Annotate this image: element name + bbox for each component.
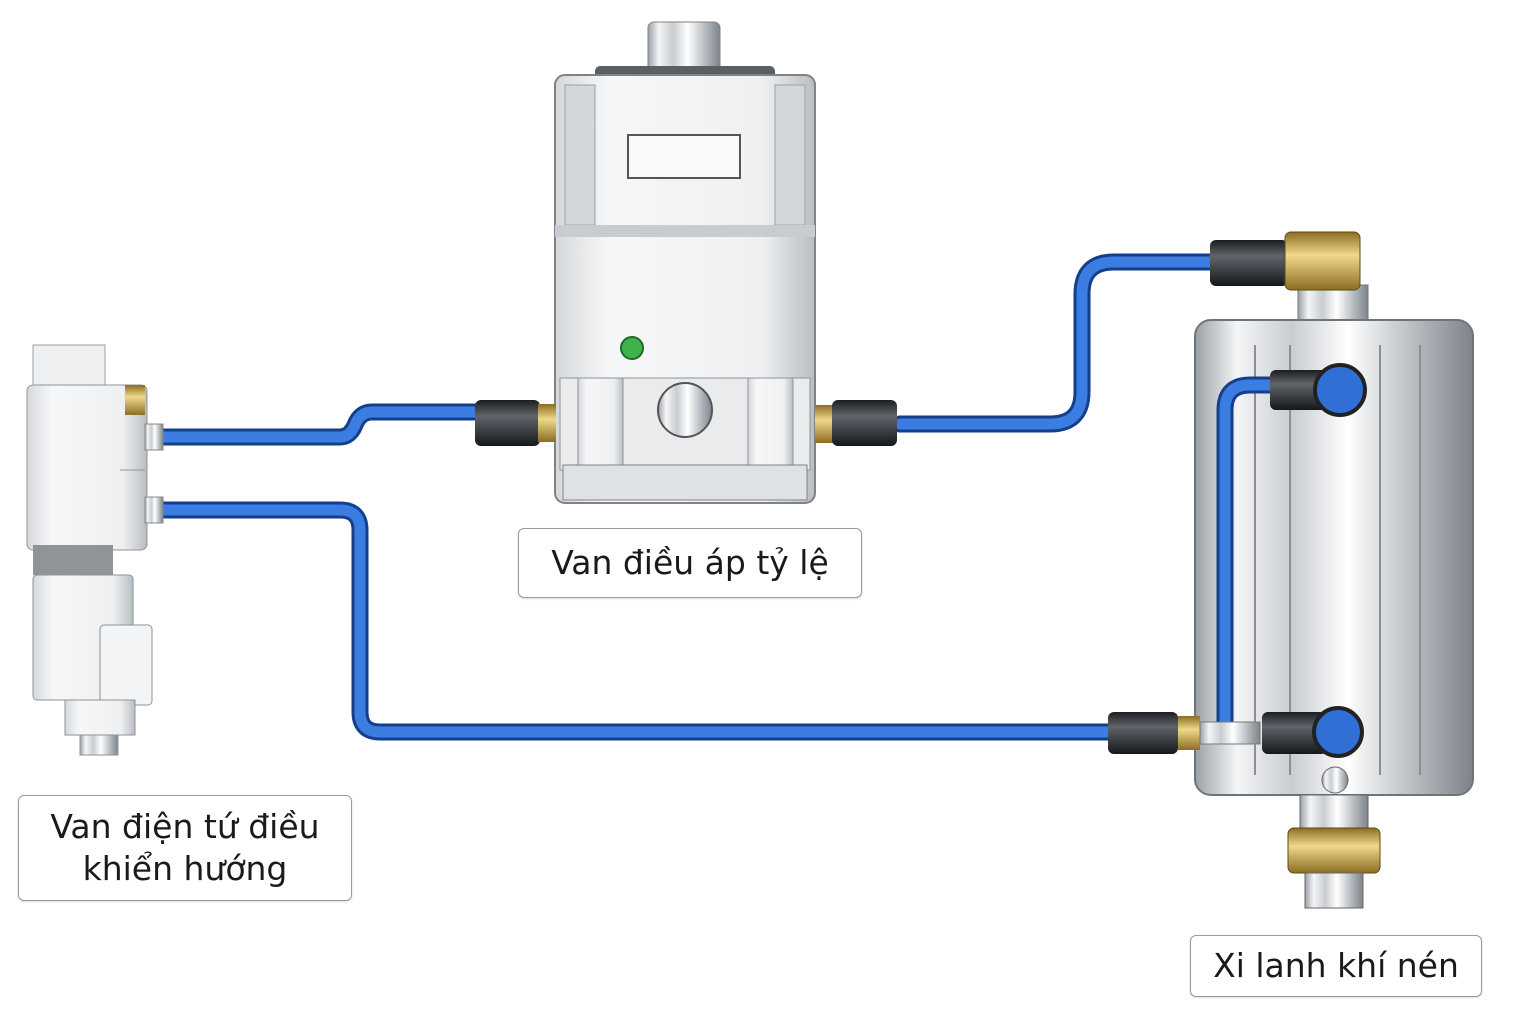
status-led-icon <box>620 336 644 360</box>
pneumatic-cylinder <box>1108 231 1474 909</box>
air-tubes <box>151 253 1219 741</box>
cylinder-label: Xi lanh khí nén <box>1190 935 1482 997</box>
tube-regulator-to-cylinder-top <box>891 253 1219 433</box>
tube-valve-to-regulator <box>151 403 487 446</box>
proportional-regulator <box>475 21 897 504</box>
tube-valve-to-cylinder-bottom <box>151 501 1121 741</box>
solenoid-valve-label: Van điện tứ điều khiển hướng <box>18 795 352 901</box>
solenoid-valve <box>26 344 164 756</box>
regulator-label: Van điều áp tỷ lệ <box>518 528 862 598</box>
